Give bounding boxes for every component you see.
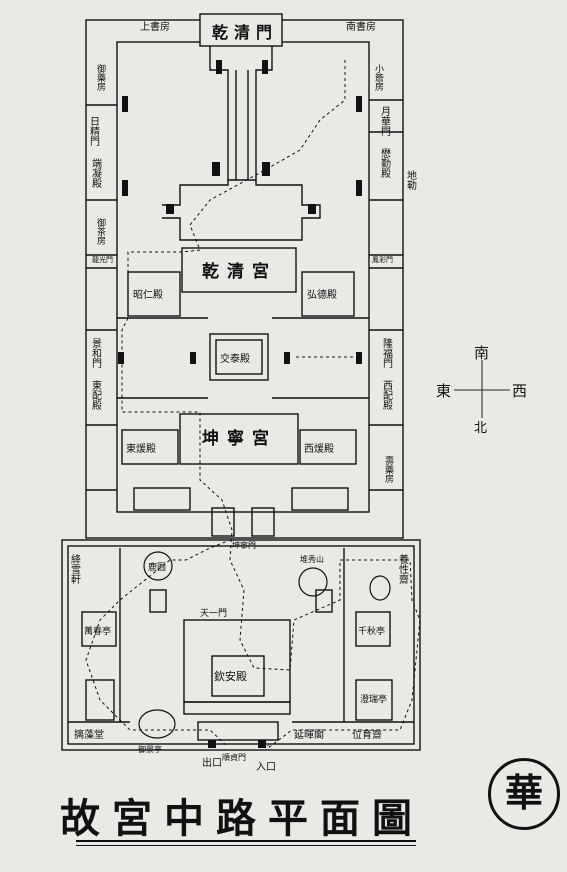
label-shuxiangshi: 摛藻堂 — [74, 728, 104, 741]
label-xiaolianfang: 小簷房 — [373, 64, 384, 92]
label-entrance: 入口 — [256, 762, 276, 773]
label-xipeidian: 西配殿 — [381, 380, 393, 411]
label-yuchafang: 御茶房 — [95, 217, 106, 246]
label-yujingting: 御景亭 — [138, 744, 162, 754]
label-yanhui: 延暉閣 — [294, 729, 324, 741]
label-kunningmen: 坤寧門 — [232, 540, 256, 550]
label-maoqindian: 懋勤殿 — [379, 147, 391, 179]
label-yuyaofang: 御藥房 — [95, 63, 106, 92]
qianqinggong-building — [181, 247, 297, 293]
label-shoukangfang: 壽藥房 — [383, 455, 394, 484]
title-underline — [76, 840, 416, 842]
label-jingheme: 景和門 — [90, 338, 102, 369]
label-longzongmen: 龍光門 — [92, 255, 113, 264]
label-fengcaimen: 鳳彩門 — [372, 255, 393, 264]
label-qianqiuting: 千秋亭 — [358, 625, 385, 637]
hongdedian-building — [301, 271, 355, 317]
title-underline-thin — [76, 845, 416, 846]
label-tianyimen: 天一門 — [200, 608, 227, 619]
compass-south: 南 — [474, 344, 489, 362]
compass-west: 西 — [512, 382, 527, 400]
label-exit: 出口 — [202, 756, 222, 769]
imperial-garden-wall — [61, 539, 421, 751]
label-qinandian: 欽安殿 — [214, 669, 247, 683]
jiaotaidian-building — [209, 333, 269, 381]
compass-east: 東 — [436, 382, 451, 400]
label-jiangxuexuan: 絳雪軒 — [69, 553, 81, 585]
label-dongpeidian: 東配殿 — [90, 379, 102, 411]
walking-route — [121, 60, 421, 749]
label-kunninggong: 坤寧宮 — [202, 428, 277, 449]
label-duixiutang: 堆秀山 — [300, 554, 324, 564]
qianqiuting-building — [355, 611, 391, 647]
label-chengruiting: 澄瑞亭 — [360, 693, 387, 705]
label-zhuwu: 地勒 — [405, 169, 417, 191]
label-shangshufang: 上書房 — [140, 20, 170, 33]
label-longfumen: 隆福門 — [381, 337, 393, 369]
label-rijingmen: 日精門 — [88, 116, 100, 147]
label-jiange: 鹿囿 — [148, 561, 166, 573]
label-nanshufang: 南書房 — [346, 20, 376, 33]
label-yangxingzhai: 養性齋 — [397, 553, 409, 585]
label-duanningdian: 端凝殿 — [90, 157, 102, 189]
label-yuehuamen: 月華門 — [379, 106, 391, 137]
qinandian-building — [183, 619, 291, 703]
label-qianqing-gate: 乾清門 — [212, 23, 278, 42]
label-dongnuandian: 東煖殿 — [126, 442, 156, 455]
label-weiyuzhai: 位育齋 — [352, 728, 382, 741]
rockery-icon-2 — [138, 709, 176, 739]
author-seal: 華 — [488, 758, 560, 830]
label-qianqinggong: 乾清宮 — [202, 261, 277, 282]
label-shunzhenmen: 順貞門 — [222, 752, 246, 762]
label-jiaotaidian: 交泰殿 — [220, 352, 250, 365]
compass-north: 北 — [474, 421, 487, 436]
rockery-icon — [143, 551, 173, 581]
dongnuandian-building — [121, 429, 179, 465]
kunninggong-building — [179, 413, 299, 465]
label-wanchunting: 萬春亭 — [84, 625, 111, 637]
xinuandian-building — [299, 429, 357, 465]
map-title: 故宮中路平面圖 — [60, 795, 424, 842]
qianqing-gate-block — [199, 13, 283, 47]
wanchunting-building — [81, 611, 117, 647]
label-zhaorendian: 昭仁殿 — [133, 289, 163, 301]
label-hongdedian: 弘德殿 — [307, 288, 337, 301]
label-xinuandian: 西煖殿 — [304, 442, 334, 455]
